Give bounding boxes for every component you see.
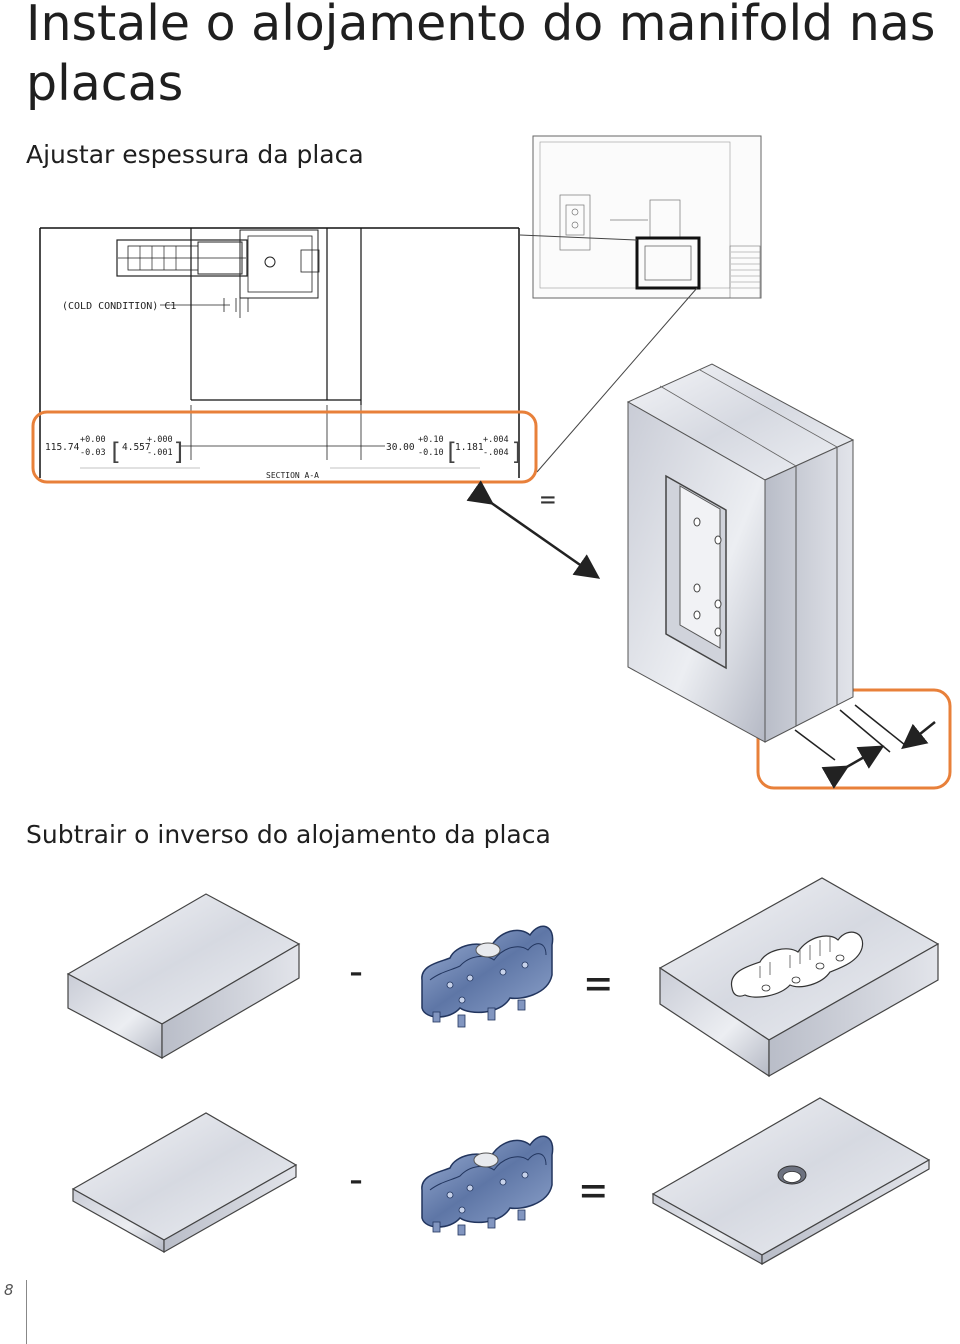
row1-plain-plate <box>66 893 301 1060</box>
dim-left-inch-plus: +.000 <box>147 435 173 445</box>
page-margin-rule <box>26 1280 27 1344</box>
dimension-highlight-box <box>31 410 538 484</box>
section-drawing: (COLD CONDITION) C1 115.74 +0.00 -0.03 [… <box>39 227 524 480</box>
section-heading-subtract-inverse: Subtrair o inverso do alojamento da plac… <box>26 820 551 849</box>
row1-pocketed-plate <box>658 877 940 1078</box>
row1-manifold-insert <box>421 925 554 1028</box>
row2-manifold-insert <box>421 1135 554 1236</box>
row2-plate-with-hole <box>651 1097 931 1266</box>
minus-sign-row1: - <box>344 949 368 995</box>
dim-left-tol-plus: +0.00 <box>80 435 106 445</box>
page-title: Instale o alojamento do manifold nas pla… <box>26 0 936 112</box>
plate-stack-3d <box>626 363 936 789</box>
dim-left-inch-minus: -.001 <box>147 448 173 458</box>
section-label: SECTION A-A <box>266 471 319 480</box>
bracket-open: [ <box>444 438 458 466</box>
page-number: 8 <box>4 1281 14 1299</box>
callout-line <box>519 234 638 241</box>
minus-sign-row2: - <box>344 1157 368 1203</box>
dim-right-inch-minus: -.004 <box>483 448 509 458</box>
dim-right-inch: 1.181 <box>455 442 484 453</box>
bracket-close: ] <box>172 438 186 466</box>
equals-sign-row1: = <box>585 958 612 1009</box>
equals-sign-row2: = <box>580 1165 607 1216</box>
equal-distance-arrow <box>466 480 601 579</box>
drawing-thumbnail <box>532 135 762 299</box>
dim-left-value: 115.74 <box>45 442 80 453</box>
section-heading-adjust-thickness: Ajustar espessura da placa <box>26 140 364 169</box>
dim-right-tol-plus: +0.10 <box>418 435 444 445</box>
cold-condition-label: (COLD CONDITION) C1 <box>62 301 176 312</box>
equals-sign: = <box>540 485 556 515</box>
dim-right-tol-minus: -0.10 <box>418 448 444 458</box>
callout-line <box>536 287 698 473</box>
dim-left-inch: 4.557 <box>122 442 151 453</box>
dim-left-tol-minus: -0.03 <box>80 448 106 458</box>
thumbnail-zoom-box <box>635 236 701 290</box>
dim-right-value: 30.00 <box>386 442 415 453</box>
dim-right-inch-plus: +.004 <box>483 435 509 445</box>
bracket-close: ] <box>510 438 524 466</box>
row2-thin-plate <box>71 1112 298 1254</box>
bracket-open: [ <box>108 438 122 466</box>
